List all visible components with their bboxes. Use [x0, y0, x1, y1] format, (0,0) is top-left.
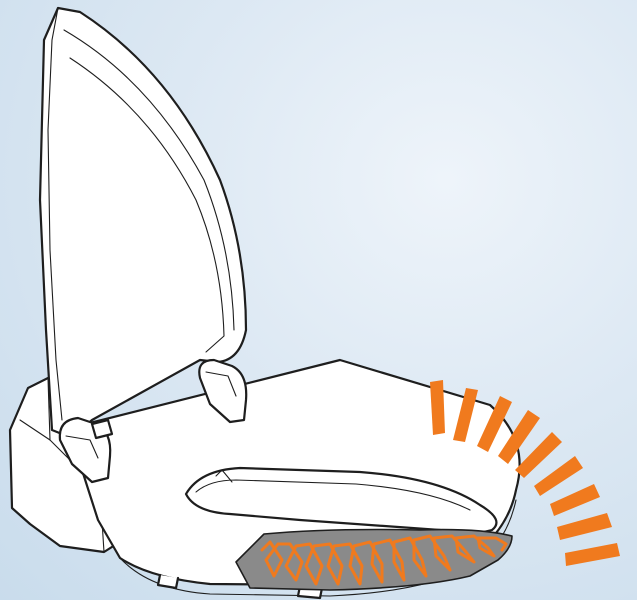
heat-wave-8 — [557, 513, 612, 540]
heat-wave-7 — [550, 484, 600, 516]
heat-wave-6 — [534, 456, 583, 496]
heat-wave-9 — [565, 543, 620, 566]
